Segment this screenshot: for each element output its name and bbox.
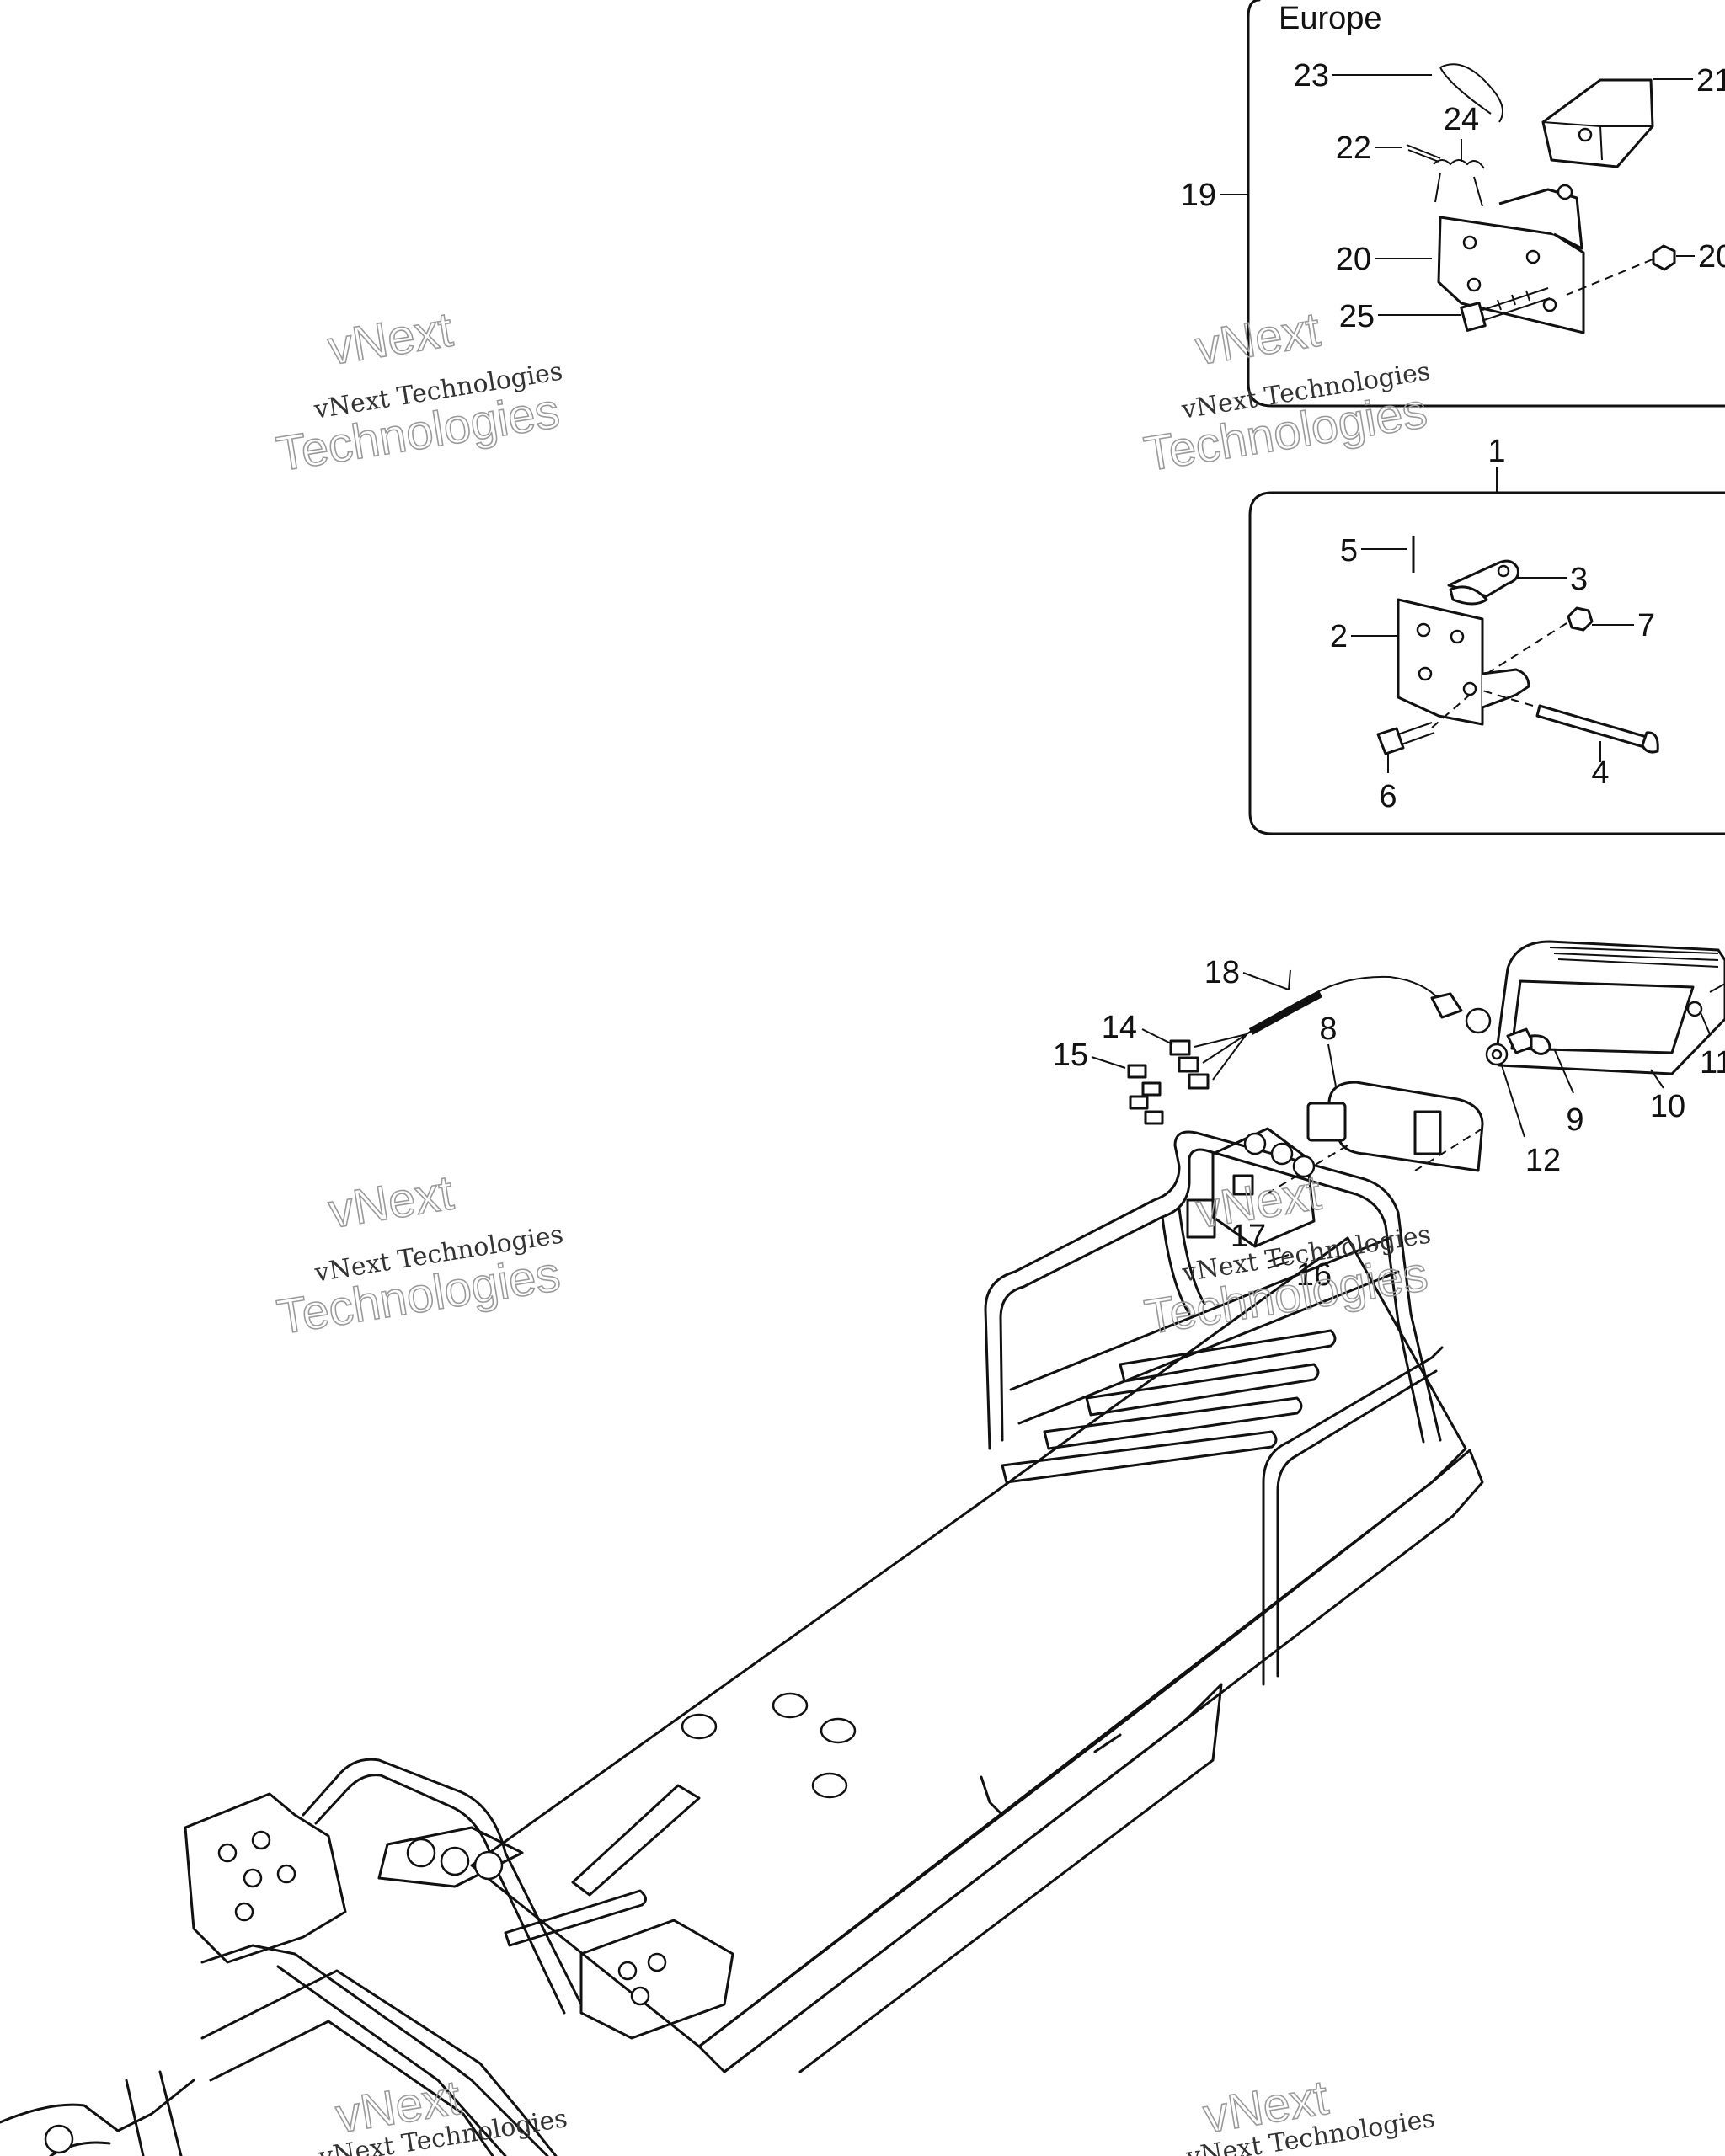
callout-2: 2	[1330, 619, 1348, 654]
nut-part-12	[1485, 1043, 1509, 1066]
rear-rack-upright	[1262, 1346, 1444, 1686]
cover-part-21	[1541, 78, 1654, 168]
callout-25: 25	[1339, 299, 1375, 334]
screw-part-11	[1686, 983, 1725, 1017]
callout-7: 7	[1637, 608, 1655, 643]
terminal-part-15	[1127, 1064, 1164, 1125]
front-plate	[200, 1969, 558, 2156]
svg-text:vNext: vNext	[1192, 302, 1324, 376]
svg-text:vNext: vNext	[324, 302, 457, 376]
clip-part-23	[1439, 63, 1503, 123]
callout-20-nut: 20	[1698, 239, 1725, 275]
svg-text:vNext: vNext	[325, 1166, 457, 1239]
taillight-group: 18 14 15 8 9 10 11 12 17 16	[1053, 940, 1725, 1293]
plate-part-2	[1397, 598, 1530, 726]
rear-rack-inner	[999, 1148, 1425, 1444]
callout-3: 3	[1570, 562, 1588, 597]
callout-6: 6	[1379, 779, 1397, 814]
front-side-plate	[579, 1919, 734, 2040]
callout-5: 5	[1340, 533, 1358, 568]
callout-10: 10	[1650, 1089, 1685, 1124]
watermark-6: vNext vNext Technologies	[1183, 2069, 1437, 2156]
callout-24: 24	[1444, 102, 1479, 137]
callout-12: 12	[1525, 1143, 1561, 1178]
watermark-5: vNext vNext Technologies	[316, 2069, 569, 2156]
deck-rail	[571, 1784, 701, 1897]
watermark-3: vNext vNext Technologies Technologies	[273, 1165, 565, 1346]
pad-part-17	[1186, 1174, 1254, 1239]
callout-1: 1	[1487, 434, 1505, 469]
europe-group-border	[1247, 0, 1725, 408]
light-base-part-8	[1306, 1081, 1484, 1172]
assembly-dashline	[1566, 259, 1653, 296]
tunnel-side-edge	[697, 1449, 1484, 2073]
callout-17: 17	[1231, 1219, 1266, 1254]
rivet-part-16	[1267, 1254, 1290, 1269]
bolt-part-6	[1376, 722, 1435, 755]
harness-part-18	[1246, 975, 1492, 1035]
europe-bracket-group: Europe	[1181, 0, 1725, 408]
bracket-group-border	[1248, 491, 1725, 835]
callout-23: 23	[1294, 58, 1329, 93]
callout-21: 21	[1696, 63, 1725, 99]
spring-part-24	[1433, 159, 1485, 207]
callout-14: 14	[1102, 1010, 1137, 1045]
bolt-part-25	[1460, 287, 1551, 332]
callout-20-plate: 20	[1336, 242, 1371, 277]
front-bulkhead-left	[184, 1792, 347, 1964]
connector-part-14	[1169, 1033, 1247, 1090]
bulb-part-9	[1506, 1027, 1551, 1055]
nut-part-20	[1652, 244, 1676, 271]
tunnel-side-lower	[723, 1683, 1223, 2073]
callout-22: 22	[1336, 131, 1371, 166]
taillight-housing-part-10	[1493, 940, 1725, 1075]
rear-rack-outer	[984, 1130, 1442, 1450]
callout-8: 8	[1319, 1011, 1337, 1047]
callout-9: 9	[1566, 1102, 1583, 1138]
callout-4: 4	[1591, 755, 1609, 791]
callout-15: 15	[1053, 1038, 1088, 1073]
tunnel-deck	[470, 1236, 1467, 2048]
bracket-group-1: 1 5 3 7	[1248, 434, 1725, 835]
callout-19: 19	[1181, 178, 1216, 213]
rack-crossbar	[1009, 1236, 1400, 1425]
watermark-4: vNext vNext Technologies Technologies	[1140, 1165, 1433, 1346]
chassis-frame	[0, 1127, 1484, 2156]
bolt-part-4	[1535, 704, 1659, 754]
front-hoop	[302, 1758, 583, 2006]
callout-11: 11	[1700, 1045, 1725, 1081]
rear-mounting-plate	[1211, 1127, 1316, 1248]
europe-title: Europe	[1279, 1, 1382, 36]
callout-18: 18	[1204, 955, 1240, 990]
pin-part-22	[1406, 144, 1441, 163]
nut-part-7	[1567, 606, 1594, 632]
watermark-1: vNext vNext Technologies Technologies	[272, 302, 564, 483]
hinge-part-3	[1447, 559, 1519, 606]
